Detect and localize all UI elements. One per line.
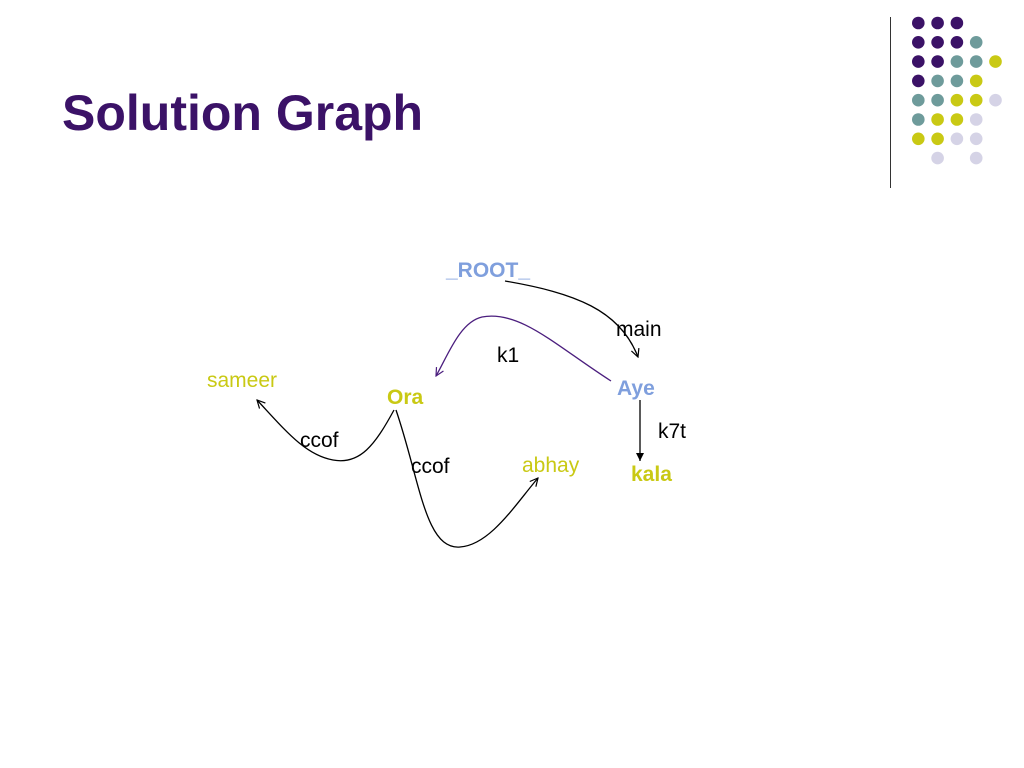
node-aye: Aye xyxy=(617,377,655,400)
decor-dot xyxy=(912,113,925,126)
decor-dot xyxy=(969,74,983,88)
edge-label-ccof-abhay: ccof xyxy=(411,455,450,478)
decor-dot xyxy=(931,55,944,68)
decor-dot xyxy=(912,16,925,30)
edge-main xyxy=(504,280,638,357)
decor-dot xyxy=(950,16,964,30)
decor-dot xyxy=(931,74,944,88)
header-divider xyxy=(890,17,891,188)
decor-dot xyxy=(969,151,983,165)
edge-label-k7t: k7t xyxy=(658,420,687,443)
decor-dot xyxy=(950,36,964,49)
decor-dot xyxy=(969,93,983,107)
decorative-dot-grid xyxy=(912,16,1002,165)
decor-dot xyxy=(931,16,944,30)
decor-dot xyxy=(950,132,964,146)
edge-label-k1: k1 xyxy=(497,344,520,367)
decor-dot xyxy=(950,55,964,68)
decor-dot xyxy=(931,36,944,49)
node-sameer: sameer xyxy=(207,369,278,392)
edge-ccof-sameer xyxy=(257,400,395,462)
decor-dot xyxy=(931,113,944,126)
decor-dot xyxy=(989,93,1002,107)
edge-label-main: main xyxy=(616,318,662,341)
decor-dot xyxy=(912,55,925,68)
decor-dot xyxy=(931,132,944,146)
node-root: _ROOT_ xyxy=(446,259,531,282)
decor-dot xyxy=(989,55,1002,68)
node-ora: Ora xyxy=(387,386,424,409)
edge-ccof-abhay xyxy=(395,409,538,548)
decor-dot xyxy=(950,113,964,126)
decor-dot xyxy=(931,93,944,107)
node-abhay: abhay xyxy=(522,454,580,477)
edge-label-ccof-sameer: ccof xyxy=(300,429,339,452)
decor-dot xyxy=(950,93,964,107)
decor-dot xyxy=(969,36,983,49)
edge-k1 xyxy=(436,315,612,382)
decor-dot xyxy=(912,36,925,49)
decor-dot xyxy=(950,74,964,88)
decor-dot xyxy=(969,55,983,68)
decor-dot xyxy=(969,132,983,146)
decor-dot xyxy=(912,132,925,146)
decor-dot xyxy=(912,93,925,107)
decor-dot xyxy=(912,74,925,88)
decor-dot xyxy=(969,113,983,126)
decor-dot xyxy=(931,151,944,165)
node-kala: kala xyxy=(631,463,672,486)
slide-title: Solution Graph xyxy=(62,85,424,141)
